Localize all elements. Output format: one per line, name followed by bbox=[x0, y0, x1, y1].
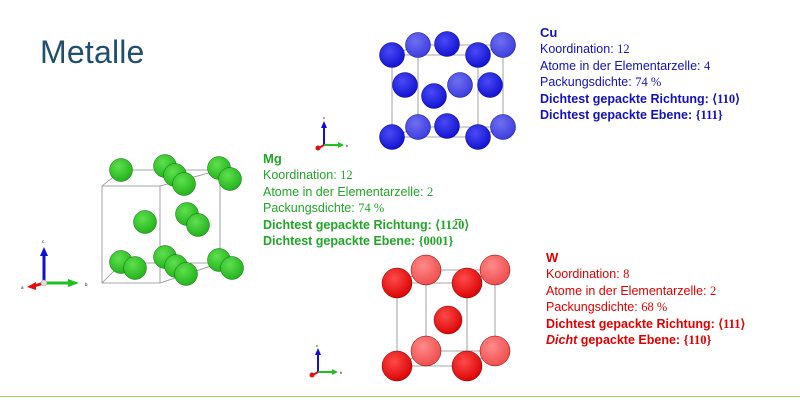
w-atom bbox=[479, 335, 511, 367]
w-crystal-structure bbox=[381, 254, 511, 382]
w-atoms-per-cell: Atome in der Elementarzelle: 2 bbox=[546, 283, 717, 298]
mg-atom bbox=[220, 256, 244, 280]
cu-coordination: Koordination: 12 bbox=[540, 42, 630, 57]
mg-atom bbox=[186, 213, 210, 237]
cu-atom bbox=[405, 32, 431, 58]
axis-label-a: a bbox=[21, 285, 24, 290]
axis-label-b: b bbox=[346, 143, 349, 148]
cu-atom bbox=[465, 42, 491, 68]
mg-axis-triad: c a b bbox=[21, 239, 88, 290]
cu-info-block: Cu Koordination: 12 Atome in der Element… bbox=[540, 25, 740, 123]
cu-atom bbox=[477, 72, 503, 98]
cu-symbol: Cu bbox=[540, 25, 558, 40]
cu-close-packed-plane: Dichtest gepackte Ebene: {111} bbox=[540, 108, 723, 123]
cu-close-packed-direction: Dichtest gepackte Richtung: ⟨110⟩ bbox=[540, 91, 741, 106]
mg-atom bbox=[109, 158, 133, 182]
w-atom bbox=[451, 267, 483, 299]
axis-label-c: c bbox=[323, 115, 325, 120]
mg-atom bbox=[123, 256, 147, 280]
mg-crystal-structure bbox=[101, 154, 244, 286]
cu-atom bbox=[405, 114, 431, 140]
w-atom bbox=[410, 254, 442, 286]
cu-atom bbox=[465, 124, 491, 150]
cu-axis-triad: c b bbox=[315, 115, 349, 151]
mg-coordination: Koordination: 12 bbox=[263, 168, 353, 183]
cu-atoms-per-cell: Atome in der Elementarzelle: 4 bbox=[540, 58, 711, 73]
axis-label-c: c bbox=[42, 239, 45, 244]
w-atom bbox=[410, 335, 442, 367]
mg-atom bbox=[172, 172, 196, 196]
w-symbol: W bbox=[546, 250, 559, 265]
w-coordination: Koordination: 8 bbox=[546, 267, 630, 282]
cu-crystal-structure bbox=[379, 31, 516, 150]
axis-label-c: c bbox=[316, 343, 318, 348]
mg-atom bbox=[218, 167, 242, 191]
w-packing-density: Packungsdichte: 68 % bbox=[546, 300, 668, 315]
w-info-block: W Koordination: 8 Atome in der Elementar… bbox=[546, 250, 745, 348]
w-atom bbox=[451, 350, 483, 382]
mg-atom bbox=[133, 210, 157, 234]
w-atom bbox=[381, 267, 413, 299]
cu-atom bbox=[421, 83, 447, 109]
w-axis-triad: c b bbox=[309, 343, 343, 378]
w-atom bbox=[381, 350, 413, 382]
cu-atom bbox=[434, 113, 460, 139]
cu-atom bbox=[379, 42, 405, 68]
w-close-packed-direction: Dichtest gepackte Richtung: ⟨111⟩ bbox=[546, 316, 746, 331]
cu-packing-density: Packungsdichte: 74 % bbox=[540, 75, 662, 90]
w-atom bbox=[479, 254, 511, 286]
w-close-packed-plane: Dicht gepackte Ebene: {110} bbox=[546, 333, 712, 348]
cu-atom bbox=[379, 124, 405, 150]
cu-atom bbox=[434, 31, 460, 57]
mg-packing-density: Packungsdichte: 74 % bbox=[263, 201, 385, 216]
mg-close-packed-plane: Dichtest gepackte Ebene: {0001} bbox=[263, 234, 454, 249]
mg-close-packed-direction: Dichtest gepackte Richtung: ⟨112̅0⟩ bbox=[263, 217, 470, 232]
cu-atom bbox=[490, 114, 516, 140]
cu-atom bbox=[392, 72, 418, 98]
cu-atom bbox=[490, 32, 516, 58]
mg-info-block: Mg Koordination: 12 Atome in der Element… bbox=[263, 151, 469, 249]
bottom-divider bbox=[0, 396, 800, 397]
w-atom bbox=[433, 305, 463, 335]
axis-label-b: b bbox=[85, 282, 88, 287]
page-title: Metalle bbox=[40, 34, 145, 70]
mg-atoms-per-cell: Atome in der Elementarzelle: 2 bbox=[263, 184, 434, 199]
cu-atom bbox=[447, 72, 473, 98]
mg-atom bbox=[174, 262, 198, 286]
axis-label-b: b bbox=[340, 370, 343, 375]
mg-symbol: Mg bbox=[263, 151, 282, 166]
